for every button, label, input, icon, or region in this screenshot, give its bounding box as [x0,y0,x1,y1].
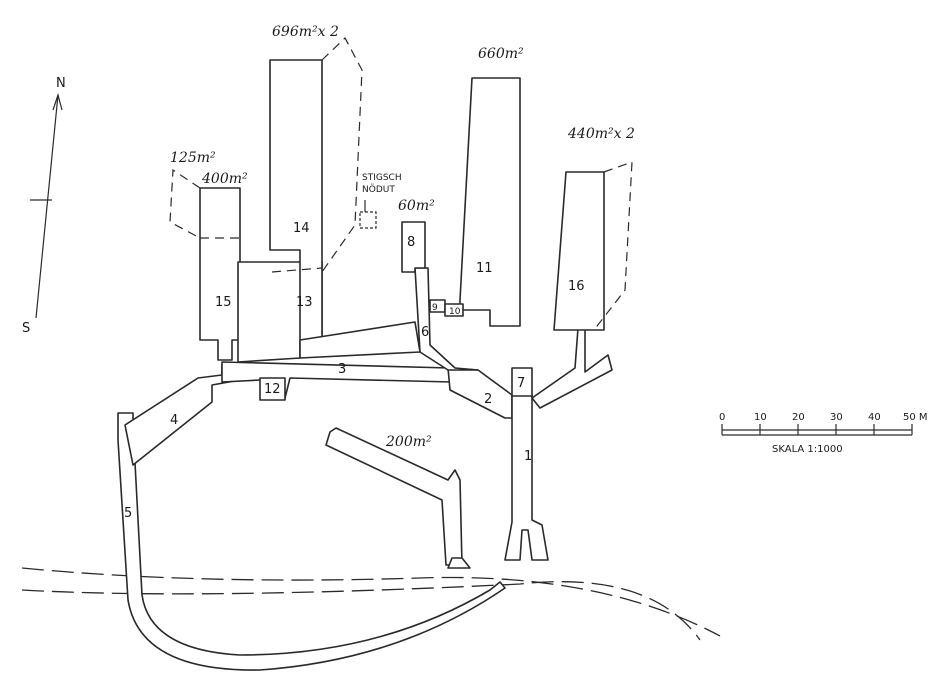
room-label-16: 16 [568,279,585,294]
tunnel-3 [221,361,453,399]
area-440: 440m²x 2 [567,126,635,142]
room-label-5: 5 [124,506,132,521]
scale-label: SKALA 1:1000 [772,444,843,455]
room-label-4: 4 [170,413,178,428]
room-label-15: 15 [215,295,232,310]
room-label-6: 6 [421,325,429,340]
scale-tick-40: 40 [868,412,881,423]
room-label-9: 9 [432,303,438,313]
area-annotations: 696m²x 2 660m² 440m²x 2 125m² 400m² 60m²… [170,24,635,450]
room-label-8: 8 [407,235,415,250]
north-label: N [56,76,66,91]
room-label-13: 13 [296,295,313,310]
area-696: 696m²x 2 [272,24,339,40]
room-label-11: 11 [476,261,493,276]
room-15 [199,187,241,361]
tunnel-16-branch [531,327,613,409]
hall-200 [325,427,463,566]
tunnel-5 [117,412,506,671]
room-8 [401,221,426,273]
tunnel-1 [504,394,549,561]
room-label-7: 7 [517,376,525,391]
emergency-exit-line2: NÖDUT [362,184,395,195]
scale-bar: 0 10 20 30 40 50 M SKALA 1:1000 [719,412,928,455]
tunnel-6 [414,267,479,371]
area-200: 200m² [385,434,432,450]
room-label-10: 10 [449,307,461,317]
extension-14 [321,37,363,273]
room-label-12: 12 [264,382,281,397]
area-660: 660m² [478,46,524,62]
area-125: 125m² [170,150,216,166]
room-label-1: 1 [524,449,532,464]
emergency-exit-line1: STIGSCH [362,173,402,183]
extension-16 [593,161,633,331]
room-label-2: 2 [484,392,492,407]
room-label-14: 14 [293,221,310,236]
north-arrow: N S [22,76,66,336]
room-10 [444,303,464,317]
room-label-3: 3 [338,362,346,377]
scale-tick-30: 30 [830,412,843,423]
scale-tick-50: 50 M [903,412,928,423]
room-12 [259,377,286,401]
room-11 [459,77,521,327]
area-400: 400m² [201,171,248,187]
room-labels: 1 2 3 4 5 6 7 8 9 10 11 12 13 14 15 16 [124,221,585,521]
area-60: 60m² [398,198,435,214]
scale-tick-20: 20 [792,412,805,423]
tunnel-2 [447,367,513,419]
room-16 [553,171,605,331]
scale-tick-0: 0 [719,412,725,423]
room-7 [511,367,533,397]
scale-tick-10: 10 [754,412,767,423]
emergency-exit-shaft [359,211,377,229]
south-label: S [22,321,30,336]
extension-15 [169,168,201,239]
